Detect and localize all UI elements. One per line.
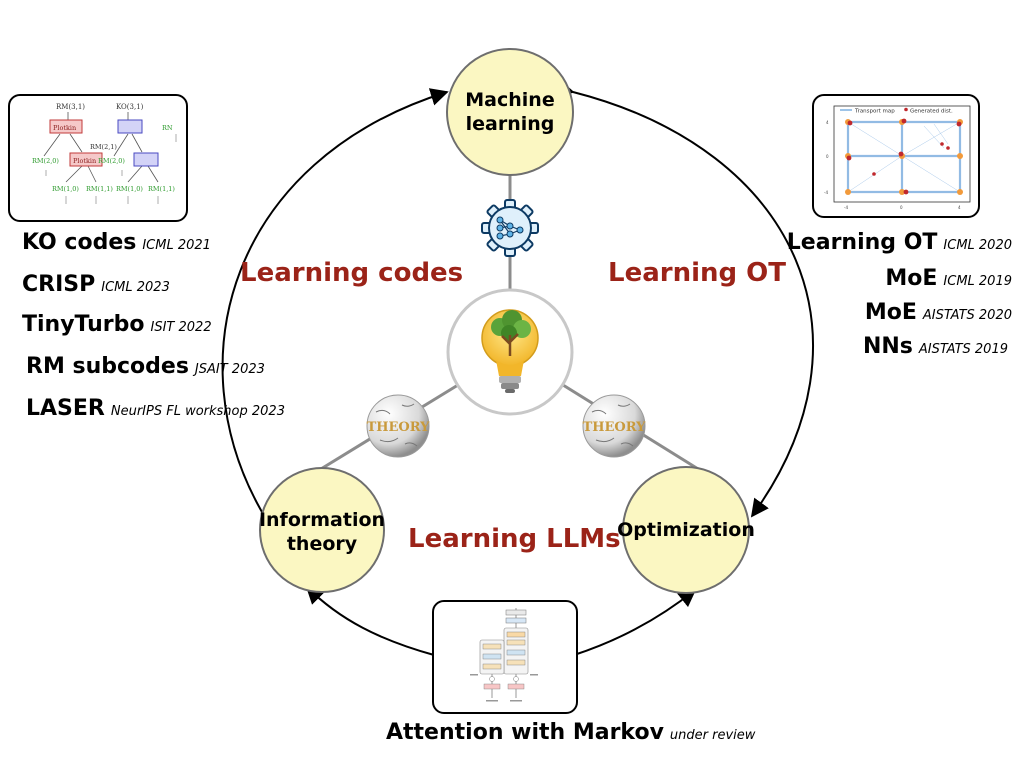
theory-badge-right: THEORY [583,420,647,435]
transformer-architecture-thumbnail [432,600,578,714]
pub-name: LASER [26,396,105,421]
pub-crisp: CRISP ICML 2023 [22,272,170,297]
pub-moe-aistats: MoE AISTATS 2020 [865,300,1012,325]
pub-ko-codes: KO codes ICML 2021 [22,230,211,255]
arrow-bottom-right [573,588,697,656]
ko-label: RM(1,1) [86,185,113,193]
optimization-label: Optimization [617,519,755,541]
ko-label: RM(2,0) [98,157,125,165]
arrow-left-arc [221,88,449,531]
pub-name: Attention with Markov [386,720,664,745]
learning-codes-title: Learning codes [240,258,464,288]
svg-text:0: 0 [826,154,829,159]
ko-label: RM(2,0) [32,157,59,165]
ko-label: RN [162,124,173,132]
pub-venue: ICML 2021 [142,238,211,253]
svg-text:4: 4 [826,120,829,125]
svg-text:0: 0 [900,205,903,210]
arrow-bottom-left [305,585,435,656]
pub-name: MoE [885,266,938,291]
pub-venue: ICML 2023 [101,280,170,295]
pub-venue: AISTATS 2019 [918,342,1008,357]
machine-learning-line-2: learning [465,113,555,135]
information-theory-label: Information theory [258,508,386,556]
machine-learning-line-1: Machine [465,89,555,111]
ko-label: RM(1,1) [148,185,175,193]
lightbulb-tree-icon [446,288,574,416]
theory-sphere-left-icon: THEORY [366,394,431,458]
svg-text:4: 4 [958,205,961,210]
ot-transport-plot-thumbnail: Transport map Generated dist. 4 0 -4 -4 0 4 [812,94,980,218]
learning-llms-title: Learning LLMs [408,524,621,554]
ko-label: RM(1,0) [116,185,143,193]
pub-learning-ot: Learning OT ICML 2020 [787,230,1012,255]
pub-venue: JSAIT 2023 [194,362,265,377]
gear-network-icon [481,199,539,257]
machine-learning-label: Machine learning [450,88,570,136]
pub-name: CRISP [22,272,96,297]
pub-venue: ISIT 2022 [150,320,212,335]
ko-label: Plotkin [73,157,96,165]
machine-learning-node [446,48,574,176]
pub-nns: NNs AISTATS 2019 [863,334,1008,359]
arrow-right-arc [555,79,814,518]
pub-venue: under review [669,728,756,743]
ot-legend-transport: Transport map [854,109,895,115]
pub-name: KO codes [22,230,137,255]
pub-venue: AISTATS 2020 [922,308,1012,323]
pub-name: TinyTurbo [22,312,145,337]
ko-label: RM(3,1) [56,103,85,111]
pub-tinyturbo: TinyTurbo ISIT 2022 [22,312,212,337]
theory-sphere-right-icon: THEORY [582,394,647,458]
theory-badge-left: THEORY [367,420,431,435]
pub-venue: ICML 2019 [943,274,1012,289]
pub-name: NNs [862,334,913,359]
learning-ot-title: Learning OT [608,258,787,288]
transformer-figure [470,608,538,702]
ko-label: Plotkin [53,124,76,132]
pub-moe-icml: MoE ICML 2019 [885,266,1012,291]
ko-codes-tree-thumbnail: RM(3,1) KO(3,1) Plotkin Plotkin RM(2,1) … [8,94,188,222]
pub-rm-subcodes: RM subcodes JSAIT 2023 [26,354,265,379]
pub-venue: ICML 2020 [943,238,1012,253]
pub-name: RM subcodes [26,354,189,379]
ot-legend-generated: Generated dist. [910,109,953,115]
ko-label: RM(1,0) [52,185,79,193]
pub-venue: NeurIPS FL workshop 2023 [110,404,285,419]
ko-label: RM(2,1) [90,143,117,151]
information-theory-line-1: Information [258,509,386,531]
optimization-node [622,466,750,594]
pub-attention-markov: Attention with Markov under review [386,720,755,745]
ot-plot-figure: Transport map Generated dist. 4 0 -4 -4 0 4 [824,105,971,210]
ko-label: KO(3,1) [116,103,144,111]
information-theory-line-2: theory [286,533,358,555]
ko-tree-figure: RM(3,1) KO(3,1) Plotkin Plotkin RM(2,1) … [32,103,177,204]
pub-laser: LASER NeurIPS FL workshop 2023 [26,396,285,421]
pub-name: MoE [864,300,917,325]
svg-text:-4: -4 [824,190,828,195]
information-theory-node [259,467,385,593]
pub-name: Learning OT [786,230,938,255]
svg-text:-4: -4 [844,205,848,210]
